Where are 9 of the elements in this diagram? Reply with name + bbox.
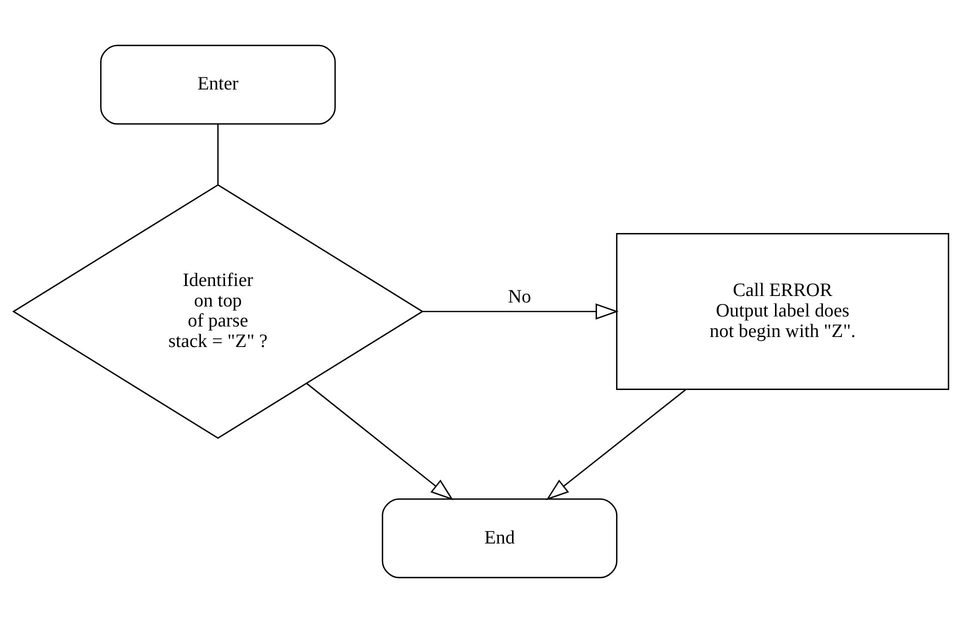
connector xyxy=(217,124,219,184)
arrow xyxy=(422,303,619,320)
node-diamond: Identifier on top of parse stack = "Z" ? xyxy=(12,184,424,439)
node-box: End xyxy=(382,498,618,578)
node-box: Enter xyxy=(100,44,336,125)
arrow xyxy=(546,389,686,500)
arrow xyxy=(306,382,454,500)
edge-label: No xyxy=(508,286,532,308)
node-box: Call ERROR Output label does not begin with "Z". xyxy=(616,232,950,390)
